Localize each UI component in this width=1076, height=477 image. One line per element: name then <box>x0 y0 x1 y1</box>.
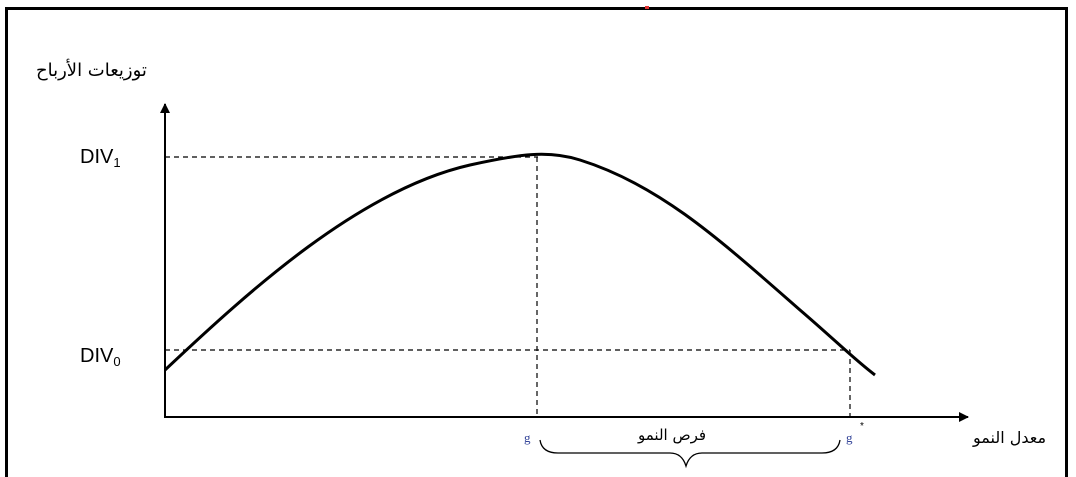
g-star-superscript: * <box>860 421 864 432</box>
top-marker <box>645 6 649 9</box>
x-axis-title: معدل النمو <box>973 428 1047 447</box>
div1-base: DIV <box>80 146 114 168</box>
g-star-label: g <box>846 430 853 445</box>
g-label: g <box>524 430 531 445</box>
diagram-frame <box>5 7 1068 477</box>
growth-opportunities-label: فرص النمو <box>638 426 707 444</box>
y-axis-title: توزيعات الأرباح <box>36 60 147 81</box>
div0-subscript: 0 <box>113 354 121 369</box>
growth-brace <box>539 439 841 469</box>
dividend-curve <box>163 152 876 377</box>
div1-label: DIV1 <box>80 146 121 170</box>
div0-base: DIV <box>80 345 114 367</box>
div1-subscript: 1 <box>113 155 121 170</box>
div0-label: DIV0 <box>80 345 121 369</box>
